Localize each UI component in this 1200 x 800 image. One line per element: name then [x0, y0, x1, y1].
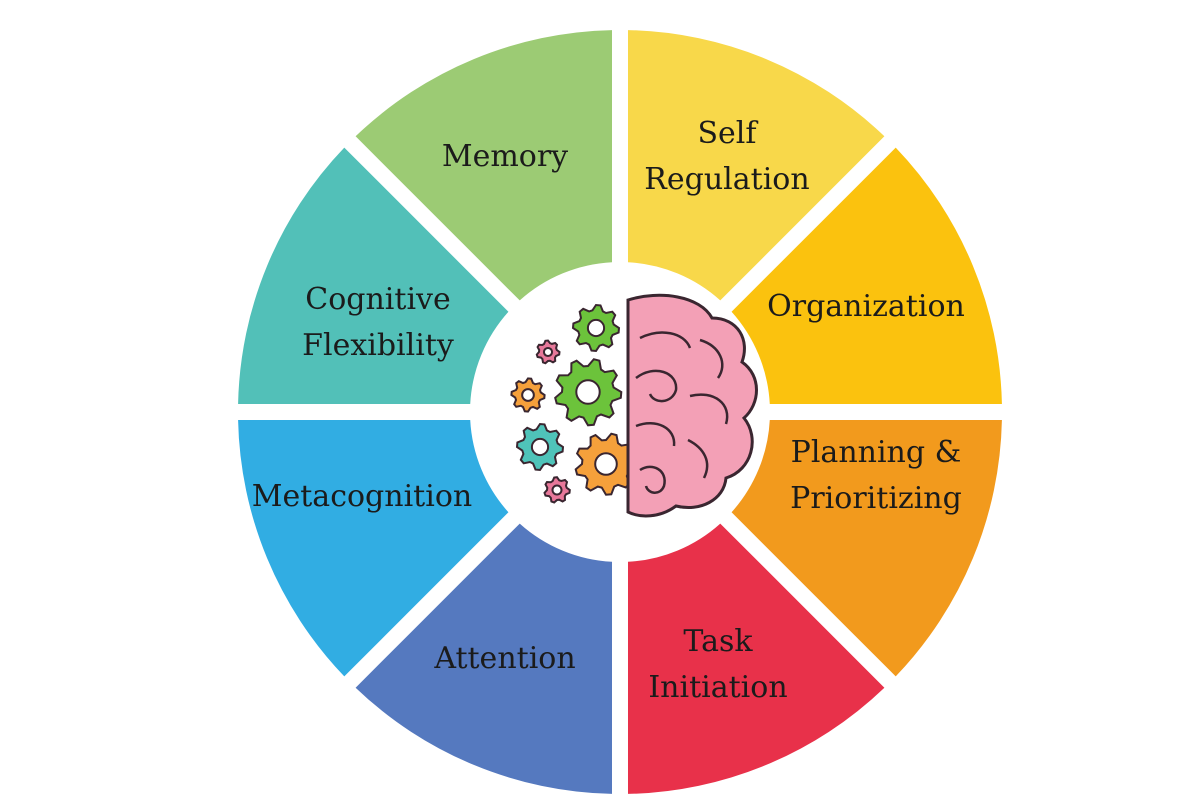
segment-memory [355, 30, 613, 301]
gear-pink-small-icon [535, 339, 561, 365]
wheel-segments [238, 30, 1002, 794]
segment-metacognition [238, 419, 509, 677]
segment-label-memory: Memory [442, 139, 568, 174]
segment-attention [355, 523, 613, 794]
segment-label-metacognition: Metacognition [252, 479, 472, 514]
segment-label-planning-prioritizing: Planning &Prioritizing [790, 435, 962, 516]
gear-green-top-icon [571, 303, 621, 353]
gear-orange-large-icon [574, 432, 638, 496]
segment-planning-prioritizing [731, 419, 1002, 677]
brain-icon [626, 293, 758, 518]
gear-orange-small-icon [510, 377, 546, 413]
segment-task-initiation [627, 523, 885, 794]
segment-self-regulation [627, 30, 885, 301]
gear-green-large-icon [554, 358, 623, 427]
segment-cognitive-flexibility [238, 147, 509, 405]
segment-label-organization: Organization [767, 289, 965, 324]
segment-organization [731, 147, 1002, 405]
segment-label-attention: Attention [433, 641, 575, 676]
brain-and-gears-icon [488, 280, 758, 544]
gear-pink-bottom-icon [543, 476, 571, 504]
gears-icon [510, 303, 638, 504]
gear-teal-icon [515, 422, 565, 472]
